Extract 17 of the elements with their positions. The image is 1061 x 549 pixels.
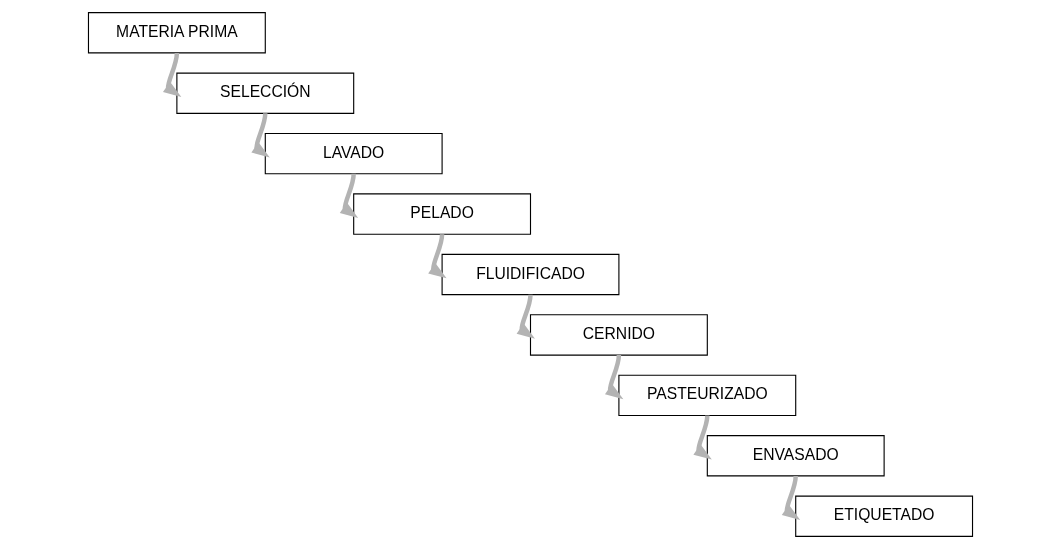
node-box: MATERIA PRIMA	[87, 12, 266, 54]
arrow	[339, 173, 359, 218]
node-box: ETIQUETADO	[795, 495, 974, 537]
arrow	[693, 415, 712, 460]
node-box: PASTEURIZADO	[618, 374, 797, 417]
arrow	[781, 475, 801, 521]
arrow	[605, 354, 624, 400]
arrow	[428, 234, 447, 279]
node-box: FLUIDIFICADO	[441, 253, 620, 296]
node-box: SELECCIÓN	[176, 72, 355, 114]
node-box: PELADO	[353, 193, 532, 235]
arrow	[251, 113, 270, 158]
node-box: LAVADO	[264, 132, 443, 175]
node-box: CERNIDO	[529, 314, 708, 356]
node-box: ENVASADO	[706, 435, 885, 477]
arrow	[516, 294, 535, 339]
arrow	[162, 52, 182, 98]
